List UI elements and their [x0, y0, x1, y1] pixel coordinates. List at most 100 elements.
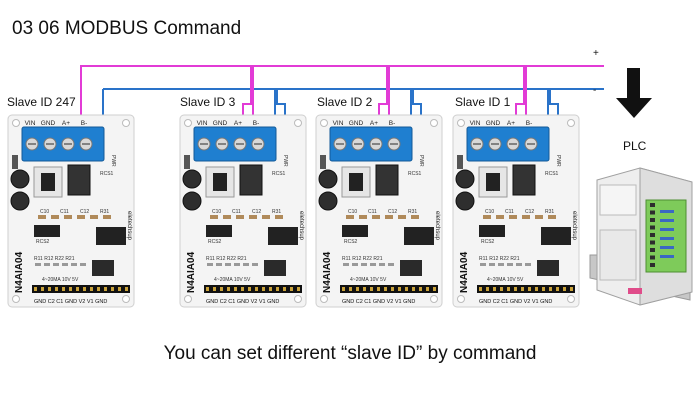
- bottom-labels: GND C2 C1 GND V2 V1 GND: [206, 299, 279, 305]
- terminal-label: GND: [349, 120, 364, 127]
- ic-chip: [342, 225, 368, 237]
- brand-label: eletechsup: [126, 211, 132, 241]
- header-pin: [370, 287, 373, 291]
- capacitor: [10, 169, 30, 189]
- header-pin: [363, 287, 366, 291]
- cap-label: C12: [80, 209, 89, 215]
- terminal-label: VIN: [25, 120, 36, 127]
- plc-terminal: [650, 248, 655, 252]
- smd-resistor: [243, 263, 249, 266]
- smd-resistor: [62, 263, 68, 266]
- rcs2-label: RCS2: [344, 239, 358, 245]
- mounting-hole: [12, 119, 20, 127]
- arrow-shaft: [627, 68, 640, 98]
- plc-terminal: [650, 240, 655, 245]
- header-pin: [290, 287, 293, 291]
- header-pin: [349, 287, 352, 291]
- pin-header: [204, 285, 302, 293]
- header-pin: [528, 287, 531, 291]
- header-pin: [206, 287, 209, 291]
- cap-label: R31: [272, 209, 281, 215]
- arrow-head: [616, 98, 652, 118]
- plc-terminal: [650, 225, 655, 230]
- header-pin: [405, 287, 408, 291]
- pin-header: [477, 285, 575, 293]
- header-pin: [248, 287, 251, 291]
- regulator-chip: [213, 173, 227, 191]
- mounting-hole: [122, 295, 130, 303]
- smd-part: [496, 215, 504, 219]
- smd-part: [385, 215, 393, 219]
- plc-terminal: [650, 263, 655, 267]
- terminal-label: VIN: [197, 120, 208, 127]
- inductor: [512, 164, 536, 196]
- cap-label: C10: [348, 209, 357, 215]
- model-label: N4AIA04: [186, 251, 197, 293]
- capacitor: [182, 191, 202, 211]
- capacitor: [455, 169, 475, 189]
- range-label: 4~20MA 10V 5V: [214, 277, 251, 283]
- range-label: 4~20MA 10V 5V: [487, 277, 524, 283]
- mounting-hole: [320, 119, 328, 127]
- range-label: 4~20MA 10V 5V: [350, 277, 387, 283]
- cap-label: C11: [505, 209, 514, 215]
- terminal-label: A+: [370, 120, 378, 127]
- smd-resistor: [252, 263, 258, 266]
- mounting-hole: [430, 119, 438, 127]
- pwr-label: PWR: [282, 155, 288, 167]
- mounting-hole: [320, 295, 328, 303]
- cap-label: C12: [388, 209, 397, 215]
- smd-resistor: [370, 263, 376, 266]
- header-pin: [34, 287, 37, 291]
- diode: [457, 155, 463, 169]
- cap-label: R31: [100, 209, 109, 215]
- diode: [320, 155, 326, 169]
- header-pin: [412, 287, 415, 291]
- ic-chip: [479, 225, 505, 237]
- header-pin: [97, 287, 100, 291]
- smd-resistor: [498, 263, 504, 266]
- caption: You can set different “slave ID” by comm…: [163, 343, 537, 364]
- terminal-label: GND: [213, 120, 228, 127]
- terminal-label: VIN: [333, 120, 344, 127]
- header-pin: [419, 287, 422, 291]
- header-pin: [342, 287, 345, 291]
- inductor: [239, 164, 263, 196]
- capacitor: [455, 191, 475, 211]
- board-2-plus-jumper: [378, 66, 388, 118]
- smd-resistor: [516, 263, 522, 266]
- header-pin: [241, 287, 244, 291]
- header-pin: [384, 287, 387, 291]
- header-pin: [262, 287, 265, 291]
- rail-minus-label: -: [593, 85, 597, 96]
- smd-resistor: [35, 263, 41, 266]
- smd-resistor: [225, 263, 231, 266]
- header-pin: [111, 287, 114, 291]
- smd-part: [249, 215, 257, 219]
- cap-label: C11: [232, 209, 241, 215]
- header-pin: [570, 287, 573, 291]
- pwr-label: PWR: [555, 155, 561, 167]
- header-pin: [227, 287, 230, 291]
- plc-clip: [628, 288, 642, 294]
- terminal-label: A+: [234, 120, 242, 127]
- mounting-hole: [457, 295, 465, 303]
- capacitor: [10, 191, 30, 211]
- smd-part: [522, 215, 530, 219]
- smd-resistor: [234, 263, 240, 266]
- smd-resistor: [71, 263, 77, 266]
- ic-chip: [206, 225, 232, 237]
- mounting-hole: [567, 295, 575, 303]
- regulator-chip: [486, 173, 500, 191]
- plc-terminal: [650, 233, 655, 237]
- crystal: [92, 260, 114, 276]
- regulator-chip: [41, 173, 55, 191]
- board-pcb: [179, 114, 307, 308]
- cap-label: C11: [368, 209, 377, 215]
- header-pin: [542, 287, 545, 291]
- plc-led-strip: [660, 228, 674, 231]
- cap-label: C10: [40, 209, 49, 215]
